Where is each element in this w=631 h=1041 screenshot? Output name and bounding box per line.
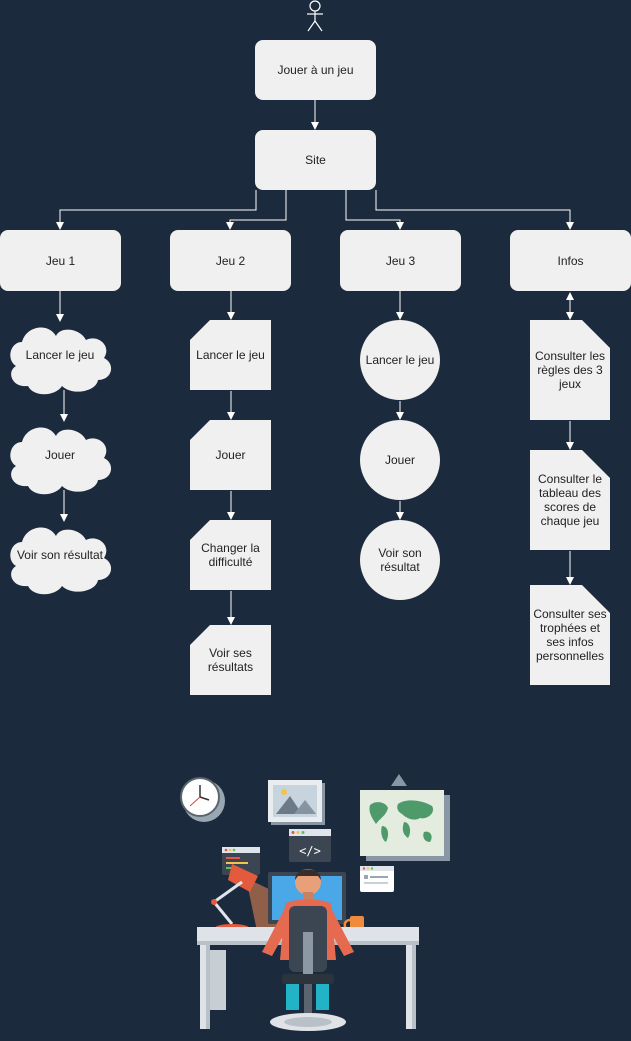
node-jeu-1 [0, 230, 121, 291]
node-jouer-a-un-jeu [255, 40, 376, 100]
card-lancer-le-jeu [190, 320, 271, 390]
actor-stick-figure-icon [307, 0, 323, 32]
card-voir-ses-resultats [190, 625, 271, 695]
connectors [56, 100, 574, 625]
node-jeu-3 [340, 230, 461, 291]
node-infos [510, 230, 631, 291]
node-jeu-2 [170, 230, 291, 291]
circle-lancer-le-jeu [360, 320, 440, 400]
code-window-icon: </> [289, 829, 331, 862]
clock-icon [180, 777, 225, 822]
picture-frame-icon [268, 780, 325, 825]
cloud-jouer [10, 427, 112, 495]
developer-person [262, 869, 354, 1031]
circle-jouer [360, 420, 440, 500]
world-map-icon [360, 774, 450, 861]
doc-consulter-ses-trophees [530, 585, 610, 685]
circle-voir-son-resultat [360, 520, 440, 600]
doc-consulter-les-regles [530, 320, 610, 420]
cloud-lancer-le-jeu [10, 327, 112, 395]
doc-consulter-le-tableau [530, 450, 610, 550]
developer-illustration: </> [180, 774, 450, 1031]
cloud-voir-son-resultat [10, 527, 112, 595]
node-site [255, 130, 376, 190]
card-jouer [190, 420, 271, 490]
card-changer-la-difficulte [190, 520, 271, 590]
browser-window-icon [360, 866, 394, 892]
svg-text:</>: </> [299, 844, 321, 858]
